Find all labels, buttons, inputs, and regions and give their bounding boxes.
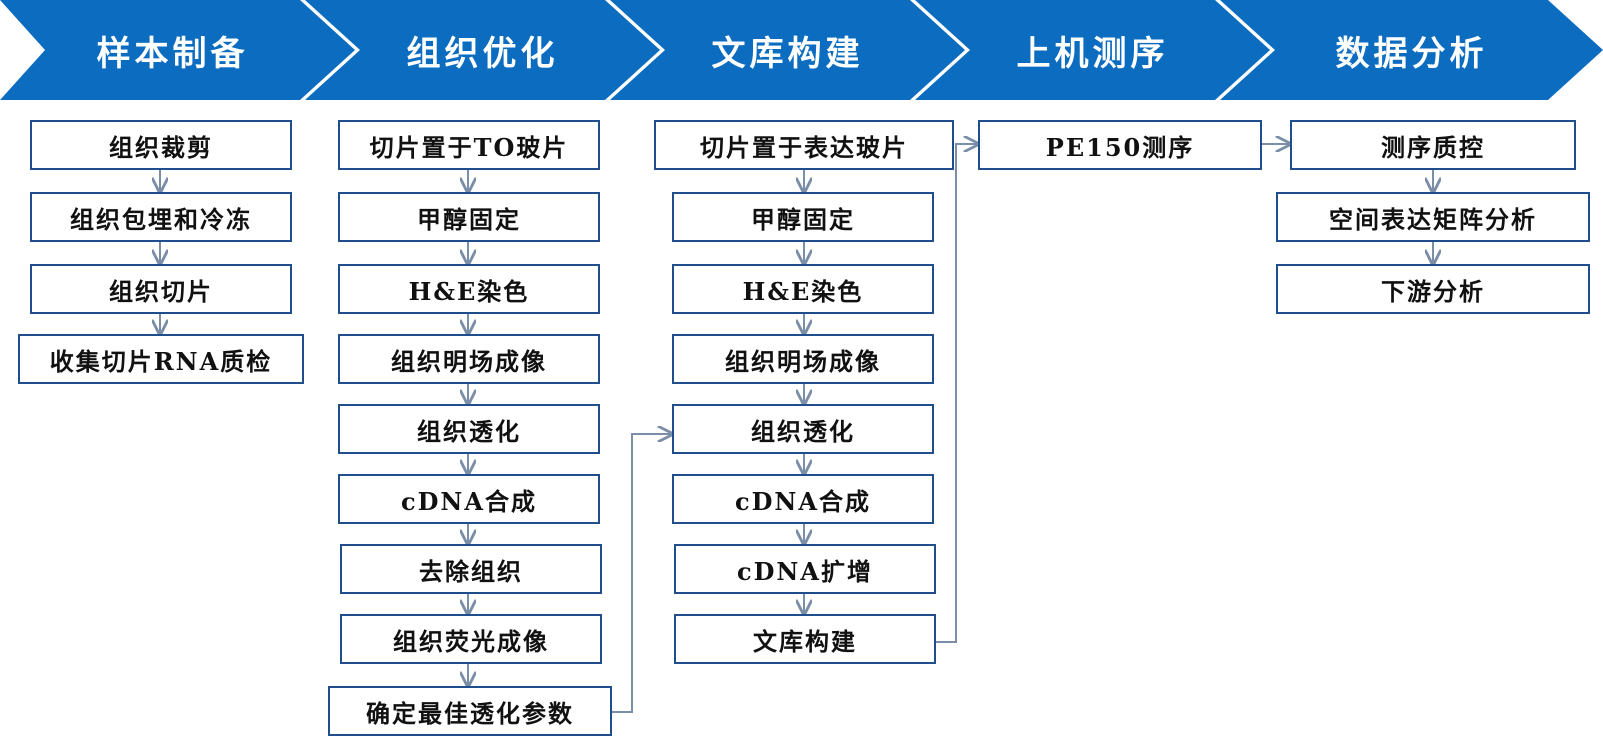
step-box: 组织荧光成像 [340, 614, 602, 664]
step-box: 去除组织 [340, 544, 602, 594]
step-box: 组织透化 [338, 404, 600, 454]
step-box: 组织透化 [672, 404, 934, 454]
stage-chevron-analysis [1220, 0, 1603, 100]
step-box: cDNA合成 [672, 474, 934, 524]
step-box: 文库构建 [674, 614, 936, 664]
step-box: 切片置于表达玻片 [654, 120, 954, 170]
step-box: cDNA扩增 [674, 544, 936, 594]
step-box: 测序质控 [1290, 120, 1576, 170]
stage-chevron-sequencing [915, 0, 1270, 100]
step-box: 收集切片RNA质检 [18, 334, 304, 384]
stage-chevron-tissue-opt [305, 0, 660, 100]
step-box: H&E染色 [338, 264, 600, 314]
stage-label-tissue-opt: 组织优化 [406, 33, 559, 74]
step-box: 组织明场成像 [338, 334, 600, 384]
step-box: 空间表达矩阵分析 [1276, 192, 1590, 242]
step-box: 组织切片 [30, 264, 292, 314]
step-box: 甲醇固定 [338, 192, 600, 242]
step-box: 切片置于TO玻片 [338, 120, 600, 170]
stage-label-library: 文库构建 [711, 33, 864, 74]
connector-library-to-sequencing [936, 144, 978, 643]
step-box: PE150测序 [978, 120, 1262, 170]
stage-label-sample-prep: 样本制备 [96, 33, 249, 74]
connector-optimal-params-to-library [612, 434, 672, 713]
step-box: 组织裁剪 [30, 120, 292, 170]
step-box: 甲醇固定 [672, 192, 934, 242]
step-box: H&E染色 [672, 264, 934, 314]
stage-label-sequencing: 上机测序 [1016, 33, 1169, 74]
step-box: 组织明场成像 [672, 334, 934, 384]
stage-chevron-library [610, 0, 965, 100]
step-box: 确定最佳透化参数 [328, 686, 612, 736]
stage-label-analysis: 数据分析 [1335, 33, 1488, 74]
stage-chevron-sample-prep [0, 0, 355, 100]
step-box: 组织包埋和冷冻 [30, 192, 292, 242]
step-box: cDNA合成 [338, 474, 600, 524]
step-box: 下游分析 [1276, 264, 1590, 314]
